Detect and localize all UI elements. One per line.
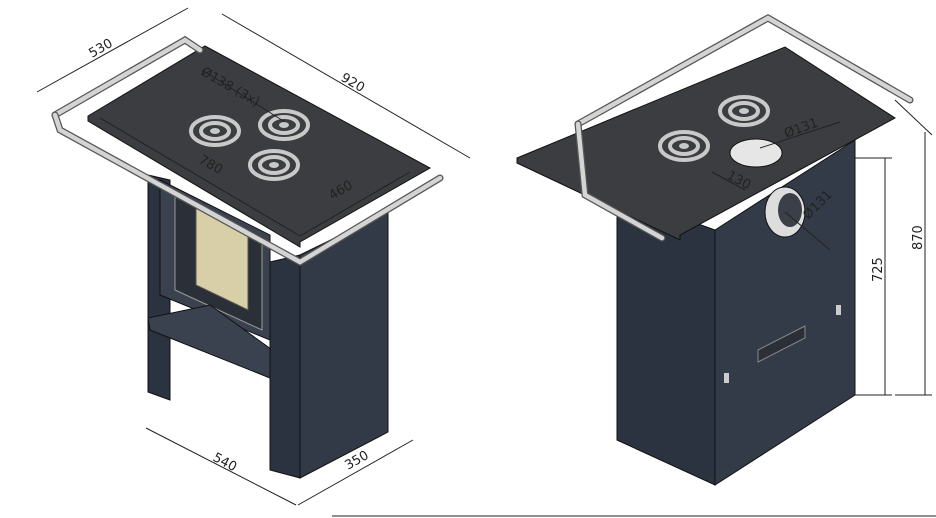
burner-ring <box>718 95 770 127</box>
dim-920: 920 <box>338 70 367 95</box>
top-flue-outlet <box>729 138 783 168</box>
dim-870: 870 <box>911 225 926 250</box>
cooktop-plate <box>87 45 432 248</box>
dim-530: 530 <box>87 36 116 61</box>
handrail[interactable] <box>51 35 444 267</box>
left-stove-view: 530 920 Ø138 (3x) 780 460 540 350 <box>36 7 471 506</box>
burner-ring <box>189 115 241 147</box>
right-pillar-front <box>269 254 301 479</box>
body-front <box>616 194 716 486</box>
right-stove-view: Ø131 130 Ø131 725 870 <box>332 13 936 517</box>
burner-rings-right <box>658 95 770 162</box>
burner-ring <box>258 109 310 141</box>
dim-540: 540 <box>210 450 239 475</box>
dim-725: 725 <box>871 257 886 282</box>
front-latch <box>724 373 729 383</box>
burner-ring <box>248 149 300 181</box>
side-latch <box>836 305 841 315</box>
handrail-right[interactable] <box>574 13 914 242</box>
burner-rings <box>189 109 310 181</box>
vent-slot <box>757 325 806 363</box>
burner-ring <box>658 130 710 162</box>
